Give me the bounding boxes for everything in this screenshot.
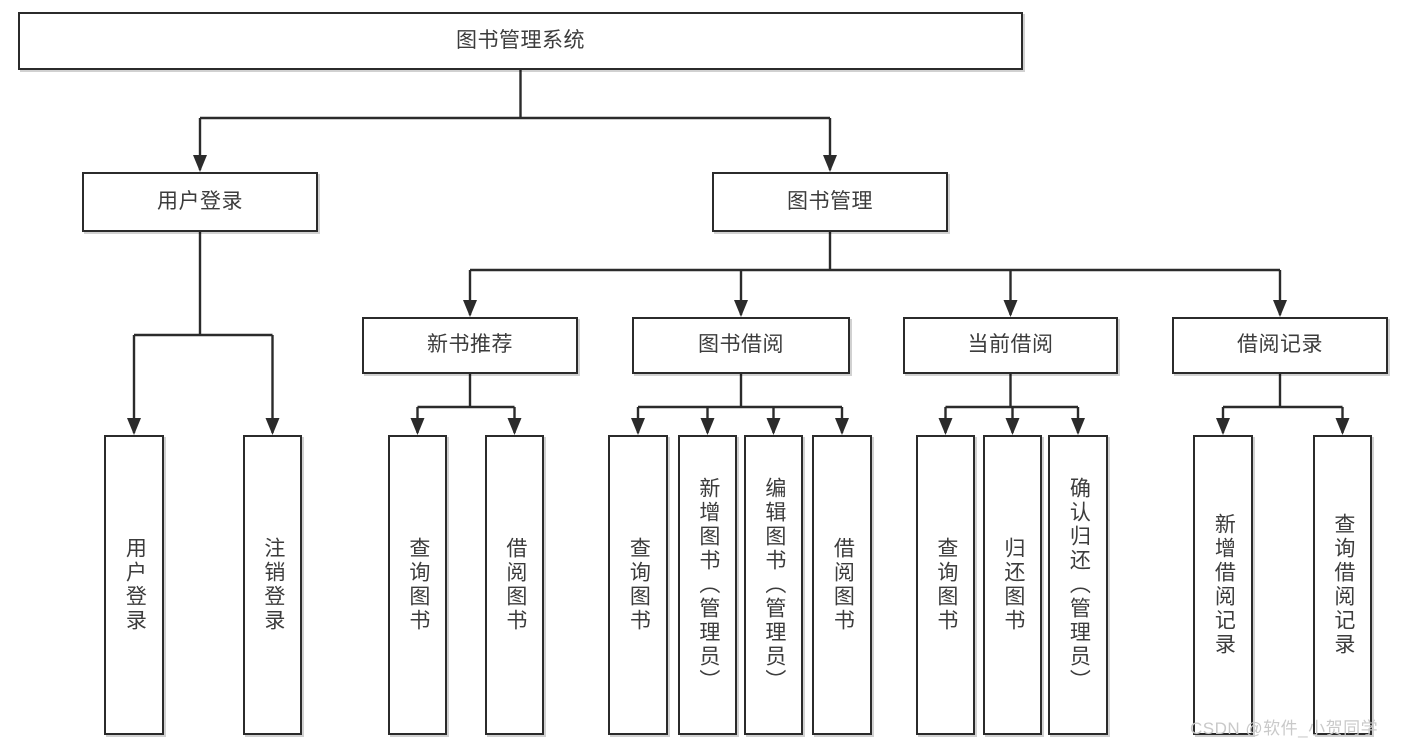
node-n-user-login[interactable]: 用户登录 <box>82 172 318 232</box>
node-l-logout[interactable]: 注销登录 <box>243 435 302 735</box>
arrowhead-n-book-mgmt <box>823 155 837 172</box>
arrowhead-n-book-borrow <box>734 300 748 317</box>
node-label: 新书推荐 <box>427 333 513 357</box>
node-label: 查询图书 <box>627 537 651 633</box>
node-label: 图书管理 <box>787 189 873 213</box>
node-n-book-borrow[interactable]: 图书借阅 <box>632 317 850 374</box>
node-label: 编辑图书（管理员） <box>762 477 786 693</box>
node-l-query-book-1[interactable]: 查询图书 <box>388 435 447 735</box>
node-label: 新增借阅记录 <box>1212 513 1236 657</box>
arrowhead-l-query-book-1 <box>410 418 425 435</box>
arrowhead-l-borrow-book-1 <box>507 418 522 435</box>
node-n-book-mgmt[interactable]: 图书管理 <box>712 172 948 232</box>
node-l-query-book-3[interactable]: 查询图书 <box>916 435 975 735</box>
arrowhead-n-current-borrow <box>1003 300 1018 317</box>
node-label: 查询图书 <box>934 537 958 633</box>
node-root[interactable]: 图书管理系统 <box>18 12 1023 70</box>
arrowhead-l-query-record <box>1335 418 1350 435</box>
node-l-edit-book[interactable]: 编辑图书（管理员） <box>744 435 803 735</box>
arrowhead-l-confirm-return <box>1071 418 1085 435</box>
node-label: 注销登录 <box>261 537 285 633</box>
arrowhead-l-borrow-book-2 <box>835 418 849 435</box>
arrowhead-l-logout <box>265 418 280 435</box>
node-n-current-borrow[interactable]: 当前借阅 <box>903 317 1118 374</box>
arrowhead-l-add-record <box>1216 418 1230 435</box>
arrowhead-l-query-book-3 <box>938 418 953 435</box>
arrowhead-n-user-login <box>193 155 207 172</box>
csdn-watermark: CSDN @软件_小贺同学 <box>1190 719 1379 738</box>
arrowhead-n-borrow-record <box>1273 300 1287 317</box>
node-label: 确认归还（管理员） <box>1067 477 1091 693</box>
node-label: 图书借阅 <box>698 333 784 357</box>
node-label: 借阅记录 <box>1237 333 1323 357</box>
node-label: 归还图书 <box>1001 537 1025 633</box>
node-l-add-book[interactable]: 新增图书（管理员） <box>678 435 737 735</box>
arrowhead-l-user-login <box>127 418 141 435</box>
node-label: 查询图书 <box>406 537 430 633</box>
node-l-borrow-book-1[interactable]: 借阅图书 <box>485 435 544 735</box>
arrowhead-l-query-book-2 <box>631 418 645 435</box>
arrowhead-n-new-book-rec <box>463 300 477 317</box>
node-n-borrow-record[interactable]: 借阅记录 <box>1172 317 1388 374</box>
arrowhead-l-add-book <box>700 418 715 435</box>
node-label: 图书管理系统 <box>456 28 585 52</box>
node-l-confirm-return[interactable]: 确认归还（管理员） <box>1048 435 1108 735</box>
node-label: 新增图书（管理员） <box>696 477 720 693</box>
node-l-return-book[interactable]: 归还图书 <box>983 435 1042 735</box>
arrowhead-l-edit-book <box>766 418 781 435</box>
node-l-add-record[interactable]: 新增借阅记录 <box>1193 435 1253 735</box>
node-label: 借阅图书 <box>503 537 527 633</box>
node-label: 用户登录 <box>123 537 147 633</box>
node-l-query-record[interactable]: 查询借阅记录 <box>1313 435 1372 735</box>
node-l-query-book-2[interactable]: 查询图书 <box>608 435 668 735</box>
node-label: 用户登录 <box>157 189 243 213</box>
node-label: 查询借阅记录 <box>1331 513 1355 657</box>
arrowhead-l-return-book <box>1005 418 1020 435</box>
node-label: 当前借阅 <box>967 333 1054 357</box>
node-n-new-book-rec[interactable]: 新书推荐 <box>362 317 578 374</box>
node-l-borrow-book-2[interactable]: 借阅图书 <box>812 435 872 735</box>
node-l-user-login[interactable]: 用户登录 <box>104 435 164 735</box>
node-label: 借阅图书 <box>831 537 855 633</box>
